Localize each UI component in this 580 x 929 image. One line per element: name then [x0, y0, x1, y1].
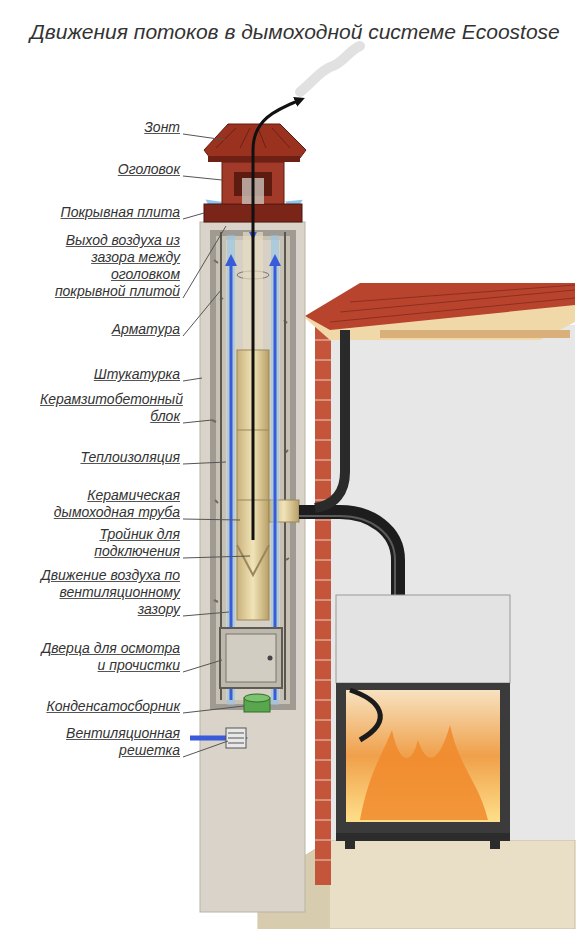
leader-line — [183, 226, 226, 298]
stove-flue — [299, 512, 398, 600]
ceramic-flue-pipe — [237, 545, 269, 575]
stove-flue — [340, 330, 350, 472]
fireplace — [345, 841, 355, 849]
part-label: Тройник для подключения — [40, 526, 180, 560]
smoke — [300, 46, 360, 92]
hood — [204, 124, 306, 162]
part-label: Керамзитобетонный блок — [40, 391, 180, 425]
vent-grille — [226, 728, 246, 748]
leader-line — [183, 420, 212, 423]
house-wall — [315, 320, 575, 885]
leader-line — [183, 556, 250, 558]
inspection-door — [220, 628, 282, 688]
leader-line — [183, 612, 229, 616]
condensate-collector — [244, 694, 270, 702]
fireplace — [346, 690, 500, 822]
inspection-door — [268, 656, 273, 661]
part-label: Штукатурка — [30, 366, 180, 383]
inspection-door — [226, 634, 276, 682]
part-label: Конденсатосборник — [30, 698, 180, 715]
house-wall — [330, 325, 575, 840]
condensate-collector — [244, 694, 270, 712]
floor — [258, 840, 575, 929]
vent-grille — [228, 733, 244, 743]
part-label: Арматура — [30, 321, 180, 338]
part-label: Теплоизоляция — [30, 449, 180, 466]
reinforcement — [284, 232, 286, 700]
fireplace — [350, 690, 380, 740]
air-flow — [190, 190, 296, 738]
stove-flue — [299, 330, 398, 600]
part-label: Зонт — [30, 119, 180, 136]
fireplace — [336, 833, 510, 841]
leader-line — [183, 519, 240, 520]
part-label: Покрывная плита — [30, 204, 180, 221]
roof — [330, 285, 575, 322]
ceramic-flue-pipe — [237, 232, 299, 620]
leader-line — [183, 176, 222, 180]
house-wall — [315, 340, 331, 860]
smoke — [253, 46, 360, 540]
leader-line — [183, 462, 226, 464]
part-label: Вентиляционная решетка — [40, 725, 180, 759]
floor — [258, 840, 575, 929]
inspection-door — [220, 628, 282, 688]
roof — [305, 283, 575, 330]
roof — [380, 330, 570, 338]
fireplace — [336, 595, 510, 849]
vent-grille — [226, 728, 246, 748]
leader-line — [183, 741, 228, 757]
diagram-title: Движения потоков в дымоходной системе Ec… — [30, 20, 560, 44]
leader-line — [183, 378, 202, 381]
part-label: Дверца для осмотра и прочистки — [40, 640, 180, 674]
leader-line — [183, 660, 222, 672]
leader-line — [183, 134, 225, 140]
house-wall — [315, 320, 331, 885]
leader-line — [183, 706, 244, 713]
leader-line — [183, 290, 221, 336]
fireplace — [490, 841, 500, 849]
part-label: Оголовок — [30, 161, 180, 178]
fireplace — [360, 725, 488, 820]
part-label: Керамическая дымоходная труба — [40, 487, 180, 521]
leader-line — [183, 213, 204, 219]
stove-flue — [315, 472, 345, 508]
stove-flue — [299, 516, 395, 600]
fireplace — [336, 595, 510, 683]
smoke — [253, 100, 300, 540]
fireplace — [336, 683, 510, 833]
part-label: Выход воздуха из зазора между оголовком … — [40, 232, 180, 300]
part-label: Движение воздуха по вентиляционному зазо… — [40, 567, 180, 618]
